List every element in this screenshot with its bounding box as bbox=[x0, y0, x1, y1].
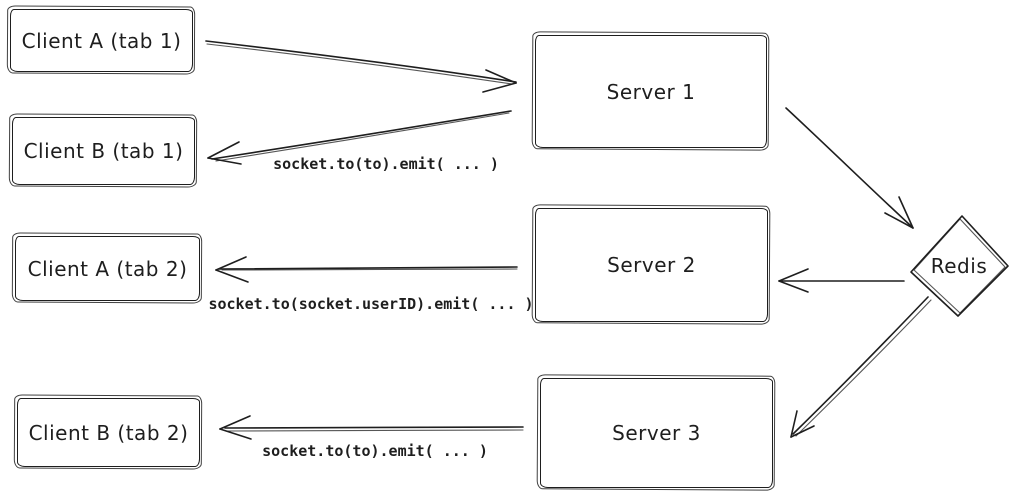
edge-label-server3-to-clientb-tab2: socket.to(to).emit( ... ) bbox=[262, 442, 488, 460]
node-server-1-label: Server 1 bbox=[606, 79, 696, 104]
node-client-a-tab1: Client A (tab 1) bbox=[10, 9, 193, 72]
node-client-b-tab2: Client B (tab 2) bbox=[17, 398, 200, 467]
node-client-b-tab1: Client B (tab 1) bbox=[12, 117, 195, 185]
edge-redis-to-server-3 bbox=[790, 296, 932, 438]
node-server-3: Server 3 bbox=[540, 378, 773, 488]
node-client-a-tab1-label: Client A (tab 1) bbox=[21, 28, 182, 53]
node-server-3-label: Server 3 bbox=[612, 421, 701, 445]
edge-client-a-tab1-to-server-1 bbox=[205, 40, 517, 93]
node-client-b-tab2-label: Client B (tab 2) bbox=[28, 420, 189, 445]
edge-server-1-to-redis bbox=[785, 107, 914, 229]
node-client-b-tab1-label: Client B (tab 1) bbox=[23, 139, 184, 163]
edge-server-2-to-client-a-tab2 bbox=[215, 256, 518, 283]
node-server-1: Server 1 bbox=[535, 35, 767, 148]
node-server-2: Server 2 bbox=[535, 208, 768, 322]
node-redis-label: Redis bbox=[930, 254, 988, 278]
edge-server-3-to-client-b-tab2 bbox=[219, 415, 524, 440]
edge-label-server2-to-clienta-tab2: socket.to(socket.userID).emit( ... ) bbox=[208, 295, 534, 313]
edge-redis-to-server-2 bbox=[778, 268, 905, 293]
node-client-a-tab2: Client A (tab 2) bbox=[15, 236, 200, 301]
node-client-a-tab2-label: Client A (tab 2) bbox=[27, 256, 188, 281]
node-server-2-label: Server 2 bbox=[607, 253, 696, 277]
edge-label-server1-to-clientb-tab1: socket.to(to).emit( ... ) bbox=[273, 155, 499, 173]
